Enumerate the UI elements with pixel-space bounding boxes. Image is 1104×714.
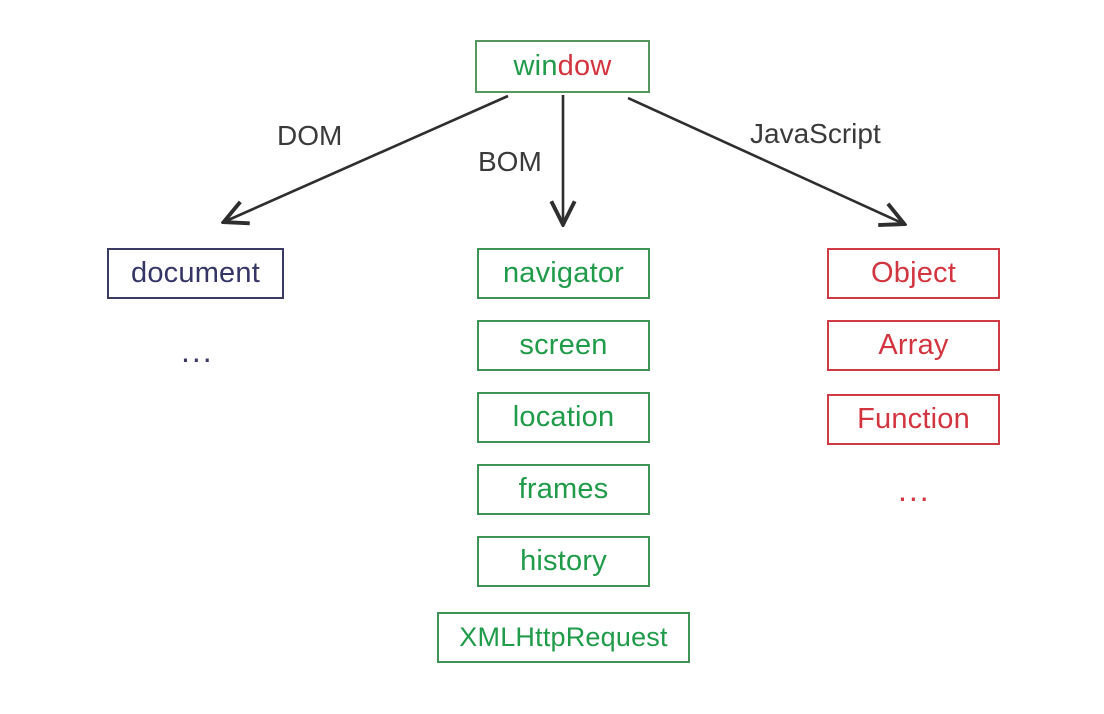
edge-dom-arrow: [226, 94, 509, 221]
node-function[interactable]: Function: [827, 394, 1000, 445]
node-frames-label: frames: [518, 473, 609, 505]
node-history[interactable]: history: [477, 536, 650, 587]
node-window-label-green: win: [513, 50, 558, 82]
edge-javascript-arrow: [627, 96, 902, 223]
node-location-label: location: [512, 401, 615, 433]
node-history-label: history: [520, 545, 607, 577]
node-navigator[interactable]: navigator: [477, 248, 650, 299]
node-location[interactable]: location: [477, 392, 650, 443]
edge-label-javascript: JavaScript: [750, 118, 881, 149]
node-document[interactable]: document: [107, 248, 284, 299]
node-screen[interactable]: screen: [477, 320, 650, 371]
node-frames[interactable]: frames: [477, 464, 650, 515]
node-function-label: Function: [857, 403, 970, 435]
node-window-label-red: dow: [557, 50, 612, 82]
node-xmlhttprequest[interactable]: XMLHttpRequest: [437, 612, 690, 663]
node-array[interactable]: Array: [827, 320, 1000, 371]
node-object[interactable]: Object: [827, 248, 1000, 299]
edge-label-bom: BOM: [478, 146, 542, 177]
edge-label-dom: DOM: [277, 120, 343, 151]
node-xmlhttprequest-label: XMLHttpRequest: [459, 622, 668, 652]
javascript-column-ellipsis: ...: [898, 472, 931, 508]
node-document-label: document: [131, 257, 260, 289]
dom-column-ellipsis: ...: [181, 333, 214, 369]
node-array-label: Array: [878, 329, 949, 361]
node-screen-label: screen: [519, 329, 608, 361]
node-object-label: Object: [870, 257, 956, 289]
node-navigator-label: navigator: [502, 257, 625, 289]
